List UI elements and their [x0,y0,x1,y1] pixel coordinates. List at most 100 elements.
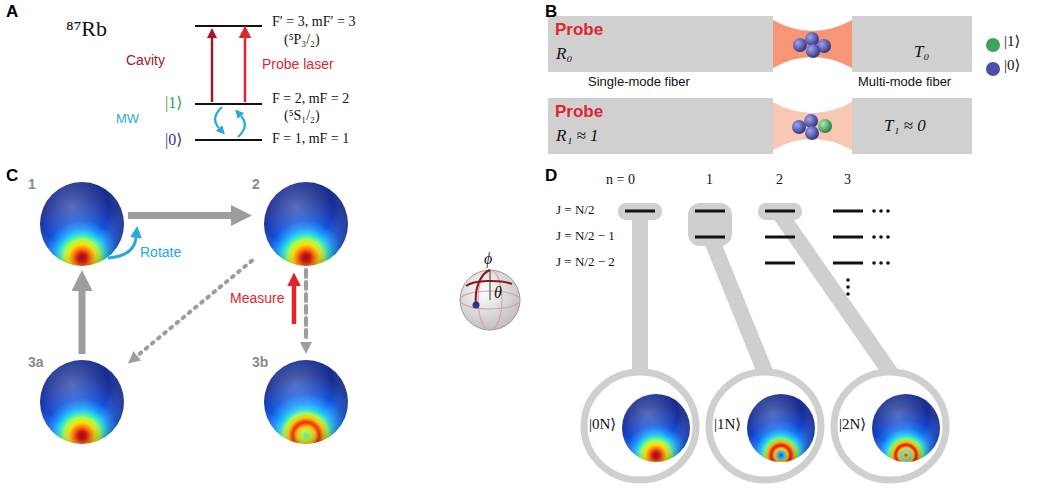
legend-swatch [986,62,1000,76]
atom [805,32,819,46]
level-highlight [618,203,662,220]
sphere-distribution [872,394,940,462]
sphere-graphic [28,176,128,270]
level-highlight [688,203,732,246]
bloch-sphere: 1 [28,176,128,270]
cavity-mode [773,102,852,150]
transition-label: Probe laser [262,56,334,72]
ellipsis-dots [846,209,890,296]
state-band [632,214,648,372]
sphere-shading [747,394,815,462]
measure-arrow [292,286,297,324]
dicke-state: |2N⟩ [830,368,950,484]
level-label: F = 2, mF = 2 [272,91,349,107]
fiber-box: ProbeR₁ ≈ 1 [548,98,773,154]
node-text: |2N⟩ [839,416,866,433]
sphere-shading [40,182,124,266]
bloch-sphere: 3b [252,354,352,448]
level-bar [833,236,863,239]
sphere-distribution [264,182,348,266]
level-label: (⁵P₃/₂) [284,32,320,48]
small-bloch-sphere [466,281,512,286]
level-bar [695,210,725,213]
level-bar [695,236,725,239]
transition-arrow [79,291,86,354]
sphere-shading [872,394,940,462]
node-text: |1N⟩ [714,416,741,433]
level-label: (⁵S₁/₂) [284,108,320,124]
isotope-label: ⁸⁷Rb [66,16,107,41]
small-bloch-sphere [478,270,502,330]
transition-label: Cavity [126,52,165,68]
panel-letter: A [6,2,18,22]
small-bloch-sphere [476,270,490,305]
dicke-state: |0N⟩ [580,368,700,484]
atom [793,38,807,52]
node-text: R₀ [556,44,572,64]
bloch-sphere: 2 [252,176,352,270]
atom [804,114,818,128]
transition-arrow [128,212,231,219]
ellipsis-dots [886,235,890,239]
ellipsis-dots [879,261,883,265]
ellipsis-dots [846,278,850,282]
bloch-sphere: 3a [28,354,128,448]
atom [818,119,832,133]
state-label: |1⟩ [165,94,182,112]
level-bar [765,262,795,265]
small-bloch-sphere [460,270,520,330]
small-bloch-sphere [460,270,520,330]
atom [792,32,832,140]
state-outline [584,372,696,480]
fiber-label: Single-mode fiber [588,75,690,90]
node-text: T₁ ≈ 0 [884,116,926,136]
state-outline [834,372,946,480]
level-highlight [618,203,802,246]
atom [806,44,820,58]
fiber-box: T₁ ≈ 0 [852,98,972,154]
angle-label: ϕ [484,250,492,268]
transition-arrow [304,270,308,342]
level-highlight [758,203,802,220]
sphere-distribution [264,360,348,444]
ellipsis-dots [846,292,850,296]
angle-label: θ [494,284,502,302]
ellipsis-dots [872,209,876,213]
panel-letter: B [545,2,557,22]
sphere-graphic [252,176,352,270]
sphere-shading [40,360,124,444]
level-bar [625,211,863,263]
sphere-distribution [40,360,124,444]
node-text: 3b [252,354,268,370]
legend-swatch [986,38,1000,52]
energy-level-line [195,25,262,27]
level-label: F = 1, mF = 1 [272,131,349,147]
transition-label: MW [116,112,139,127]
state-band [710,236,765,372]
node-text: 2 [252,176,260,192]
transition-arrow [137,261,252,356]
column-label: 1 [706,172,713,188]
cavity-mode [773,20,852,150]
small-bloch-sphere [489,270,490,300]
node-text: Probe [555,20,603,40]
column-label: 2 [776,172,783,188]
level-bar [833,210,863,213]
ellipsis-dots [879,209,883,213]
sphere-distribution [747,394,815,462]
row-label: J = N/2 − 1 [556,229,615,244]
ellipsis-dots [872,235,876,239]
microwave-arrow [215,107,222,128]
state-outline [709,372,821,480]
ellipsis-dots [846,285,850,289]
level-label: F′ = 3, mF′ = 3 [272,14,355,30]
microwave-arrow [215,107,245,137]
step-label: Measure [230,290,284,306]
node-text: Probe [555,102,603,122]
legend-text: |0⟩ [1004,57,1020,74]
cavity-mode [773,20,852,68]
level-bar [833,262,863,265]
atom [792,120,806,134]
energy-level-line [195,139,262,141]
